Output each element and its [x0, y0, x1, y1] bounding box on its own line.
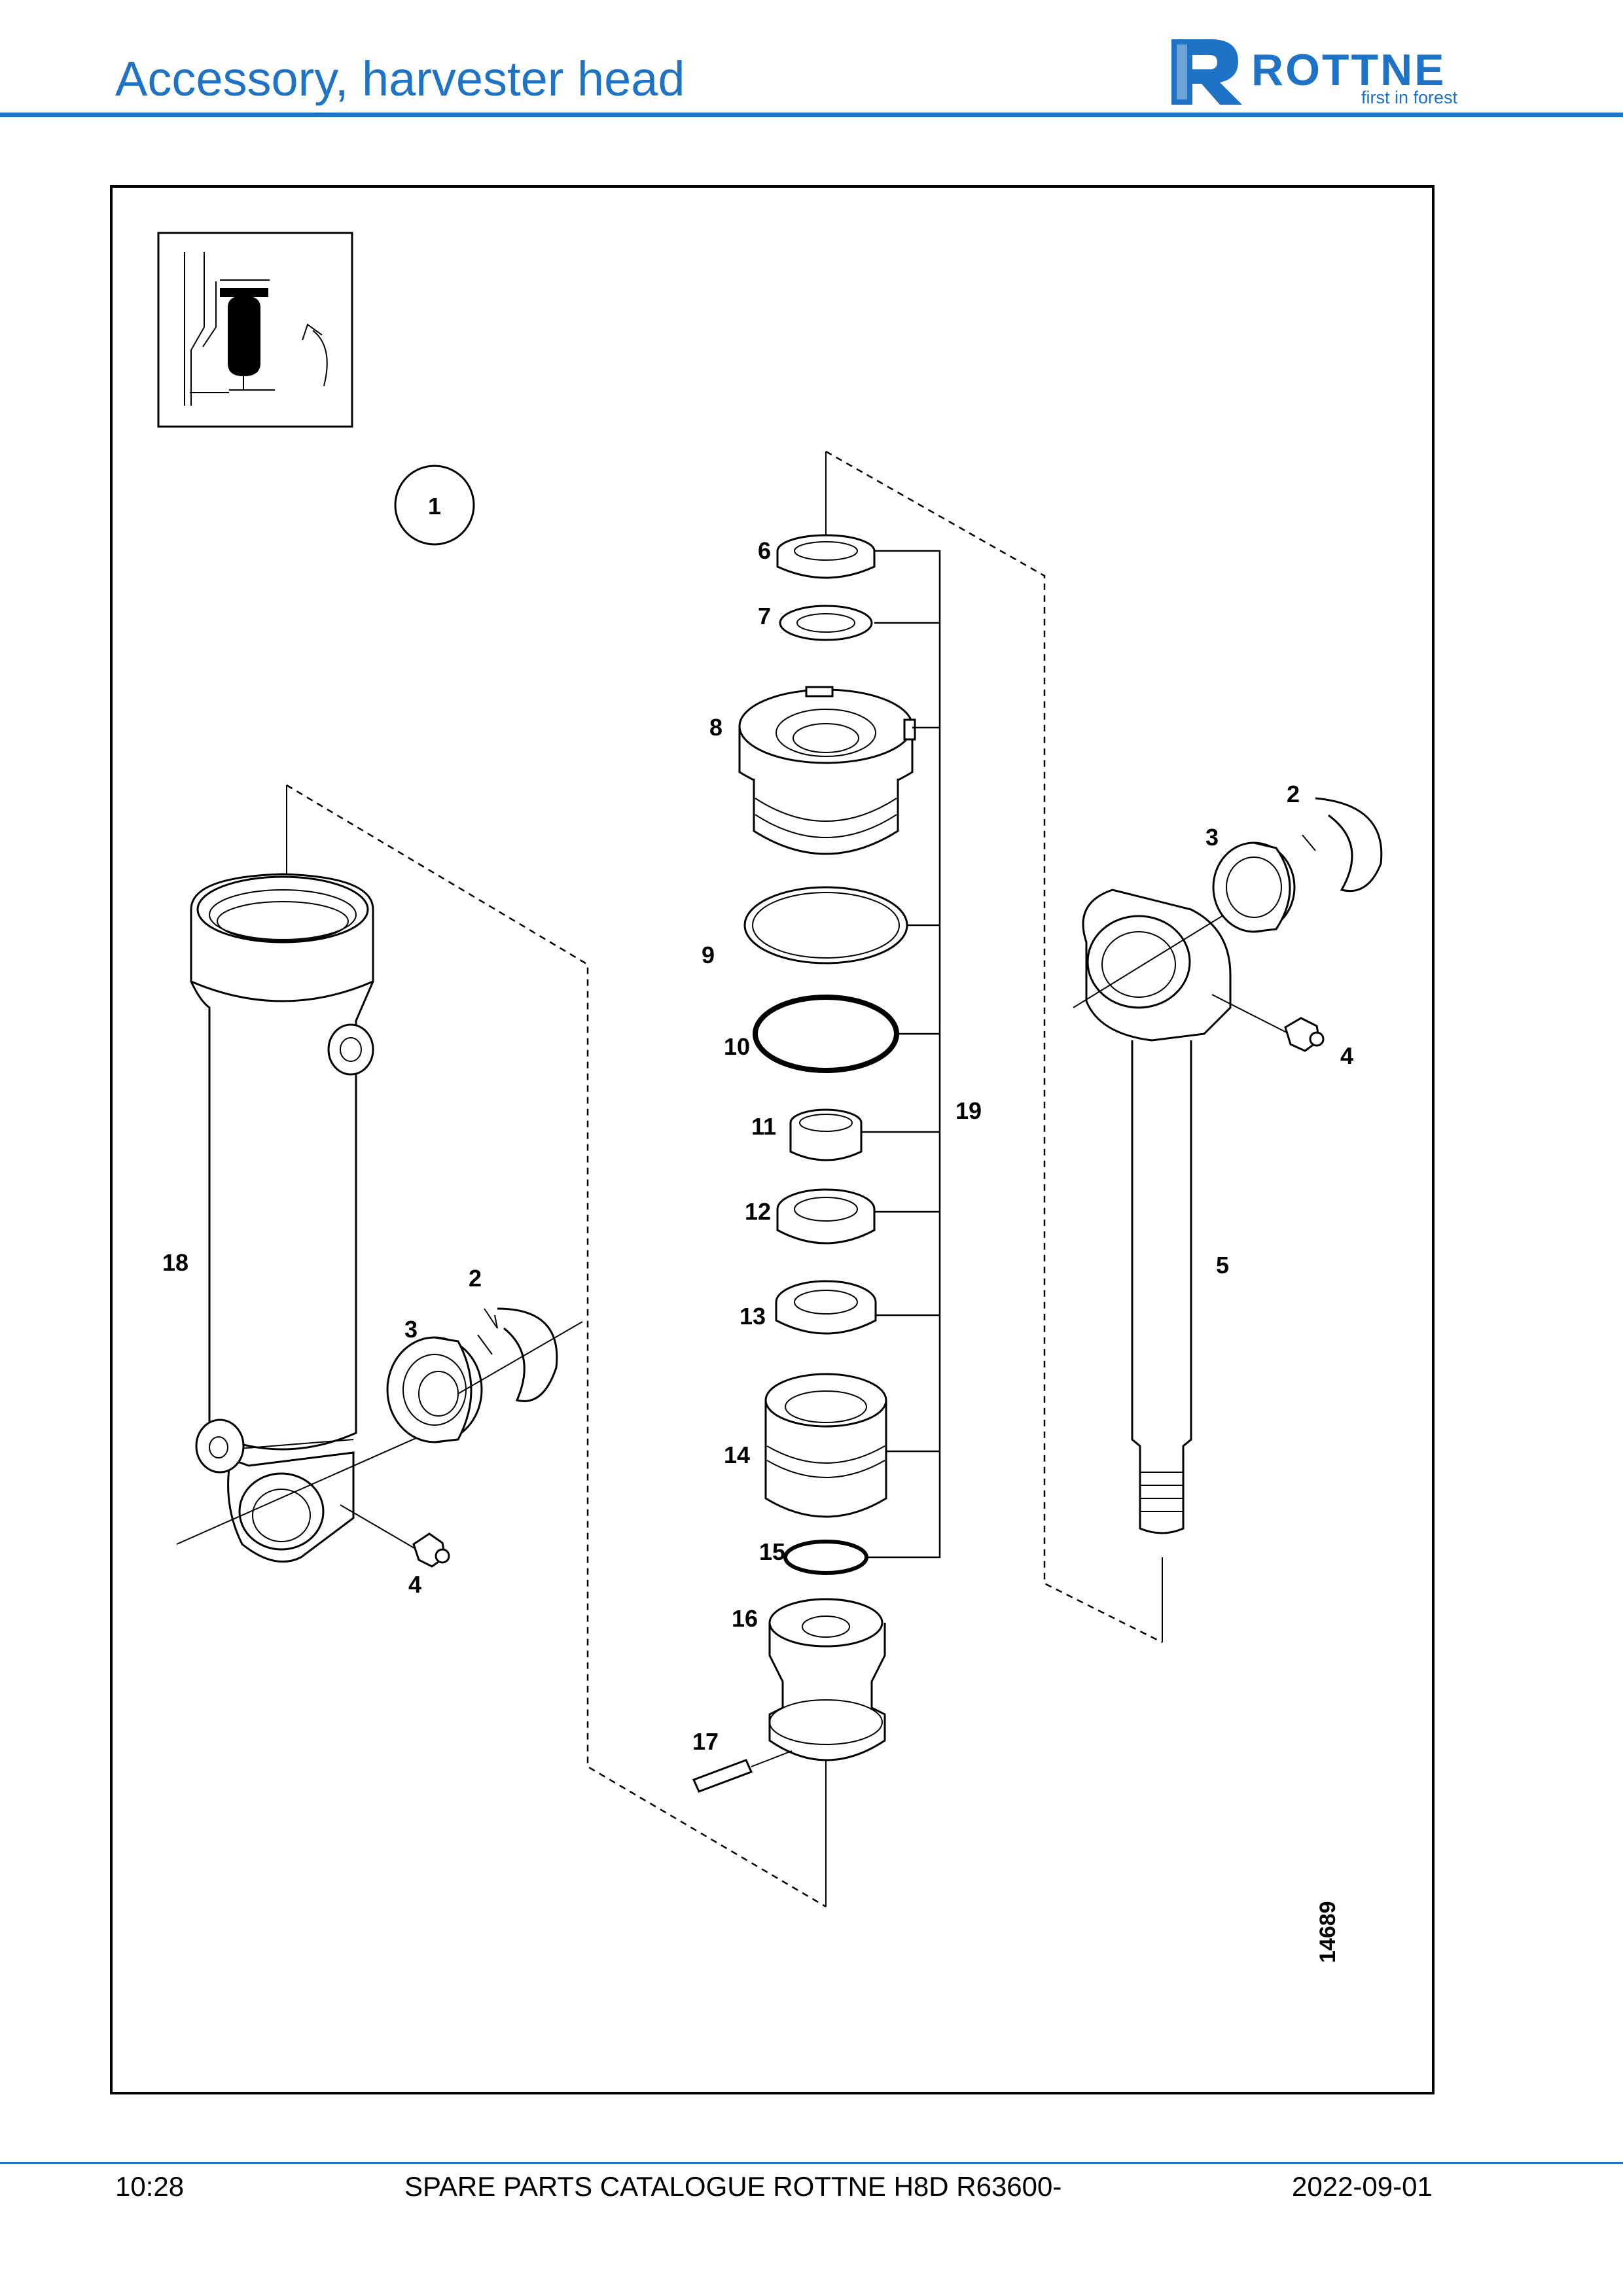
item-number-callout: 1 [394, 465, 475, 546]
part-15-o-ring [783, 1540, 868, 1575]
callout-2-left: 2 [469, 1265, 482, 1292]
callout-8: 8 [709, 714, 722, 741]
callout-5: 5 [1216, 1252, 1229, 1279]
footer-catalogue-title: SPARE PARTS CATALOGUE ROTTNE H8D R63600- [404, 2171, 1062, 2202]
part-13-seal [775, 1280, 877, 1335]
item-number: 1 [428, 493, 441, 520]
part-10-o-ring [753, 995, 899, 1073]
callout-12: 12 [745, 1198, 771, 1225]
callout-7: 7 [758, 603, 771, 629]
part-6-wiper [776, 534, 876, 579]
callout-3-right: 3 [1205, 824, 1219, 851]
location-pictogram [157, 232, 353, 428]
brand-tagline: first in forest [1361, 88, 1458, 107]
callout-13: 13 [740, 1303, 766, 1330]
footer-date: 2022-09-01 [1292, 2171, 1433, 2202]
footer-rule [0, 2162, 1623, 2164]
callout-17: 17 [692, 1728, 719, 1755]
header-rule [0, 113, 1623, 117]
callout-3-left: 3 [404, 1316, 418, 1343]
footer-page-number: 10:28 [115, 2171, 185, 2202]
callout-14: 14 [724, 1441, 750, 1468]
callout-16: 16 [732, 1605, 758, 1632]
callout-2-right: 2 [1287, 781, 1300, 807]
part-7-ring [779, 605, 873, 641]
callout-6: 6 [758, 537, 771, 564]
callout-numbers: 6 7 8 9 10 11 12 13 14 15 16 17 18 19 2 … [162, 537, 1353, 1755]
callout-18: 18 [162, 1249, 188, 1276]
callout-11: 11 [751, 1113, 776, 1140]
part-2-left-circlip [457, 1307, 583, 1402]
kit-bracket-19 [861, 550, 941, 1559]
part-3-right-bushing [1212, 841, 1296, 933]
part-11-bushing [789, 1108, 863, 1161]
part-12-seal [776, 1188, 876, 1245]
brand-wordmark: ROTTNE [1251, 45, 1446, 95]
part-4-right-grease-nipple [1284, 1017, 1325, 1052]
callout-19: 19 [955, 1097, 982, 1124]
part-9-backup-ring [743, 886, 908, 964]
callout-9: 9 [702, 942, 715, 968]
part-3-left-bushing [386, 1336, 483, 1443]
rottne-r-logo-icon [1171, 39, 1242, 105]
brand-logo: ROTTNE first in forest [1165, 31, 1518, 109]
part-5-piston-rod [1073, 889, 1290, 1534]
part-4-left-grease-nipple [412, 1532, 450, 1568]
part-16-piston-nut [768, 1598, 886, 1761]
callout-4-right: 4 [1340, 1042, 1353, 1069]
part-8-gland [738, 686, 916, 855]
callout-4-left: 4 [408, 1571, 421, 1598]
callout-10: 10 [724, 1033, 750, 1060]
part-14-piston [764, 1373, 887, 1518]
drawing-number: 14689 [1315, 1901, 1340, 1963]
part-17-pin [692, 1750, 793, 1793]
page-title: Accessory, harvester head [115, 52, 685, 106]
drawing-frame [110, 185, 1435, 2094]
assembly-guide-lines [286, 450, 1163, 1908]
part-2-right-circlip [1302, 797, 1383, 892]
callout-15: 15 [759, 1538, 785, 1565]
part-18-cylinder-tube [176, 873, 419, 1563]
